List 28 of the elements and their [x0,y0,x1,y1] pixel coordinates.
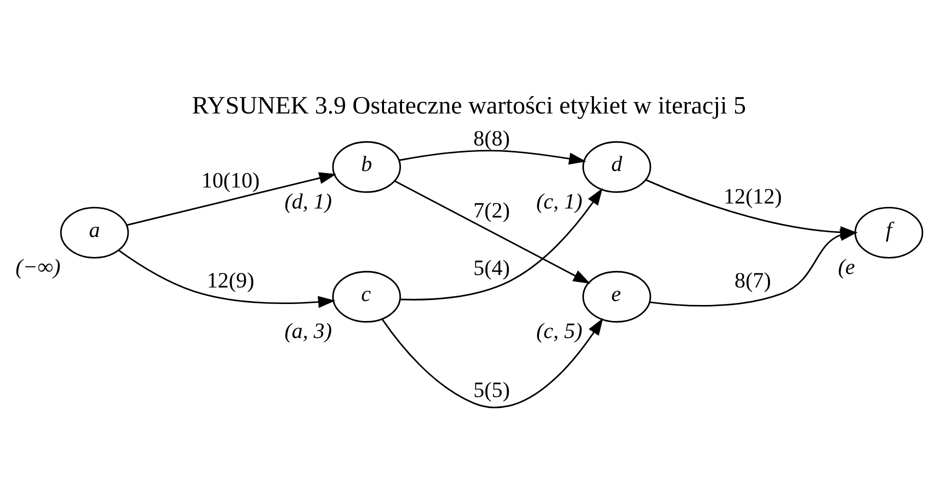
diagram-title: RYSUNEK 3.9 Ostateczne wartości etykiet w iteracji 5 [192,92,746,120]
node-label: (a, 3) [284,318,332,343]
edge-label: 12(12) [724,182,782,208]
edge-label: 8(8) [473,124,510,150]
edge-label: 12(9) [206,267,254,292]
node-ellipse: c [332,270,401,322]
node-label: (c, 5) [536,318,582,343]
edge-label: 10(10) [201,167,260,192]
arrow [382,318,604,408]
arrow [650,228,858,306]
arrow [400,188,603,300]
node-label: (c, 1) [536,188,582,213]
node-label: (−∞) [16,254,60,279]
node-ellipse: a [60,206,129,258]
node-label: (d, 1) [284,188,332,213]
node-label: (e [838,254,856,279]
node-ellipse: d [582,140,652,192]
edge-label: 5(5) [473,376,510,402]
node-ellipse: b [332,140,401,192]
node-ellipse: e [582,270,652,322]
arrow [118,249,336,308]
edge-label: 7(2) [473,196,510,222]
arrow [126,172,336,226]
arrow [394,180,590,284]
arrow [399,149,586,164]
edge-label: 5(4) [473,254,510,280]
node-ellipse: f [854,206,924,258]
edge-label: 8(7) [734,267,772,292]
